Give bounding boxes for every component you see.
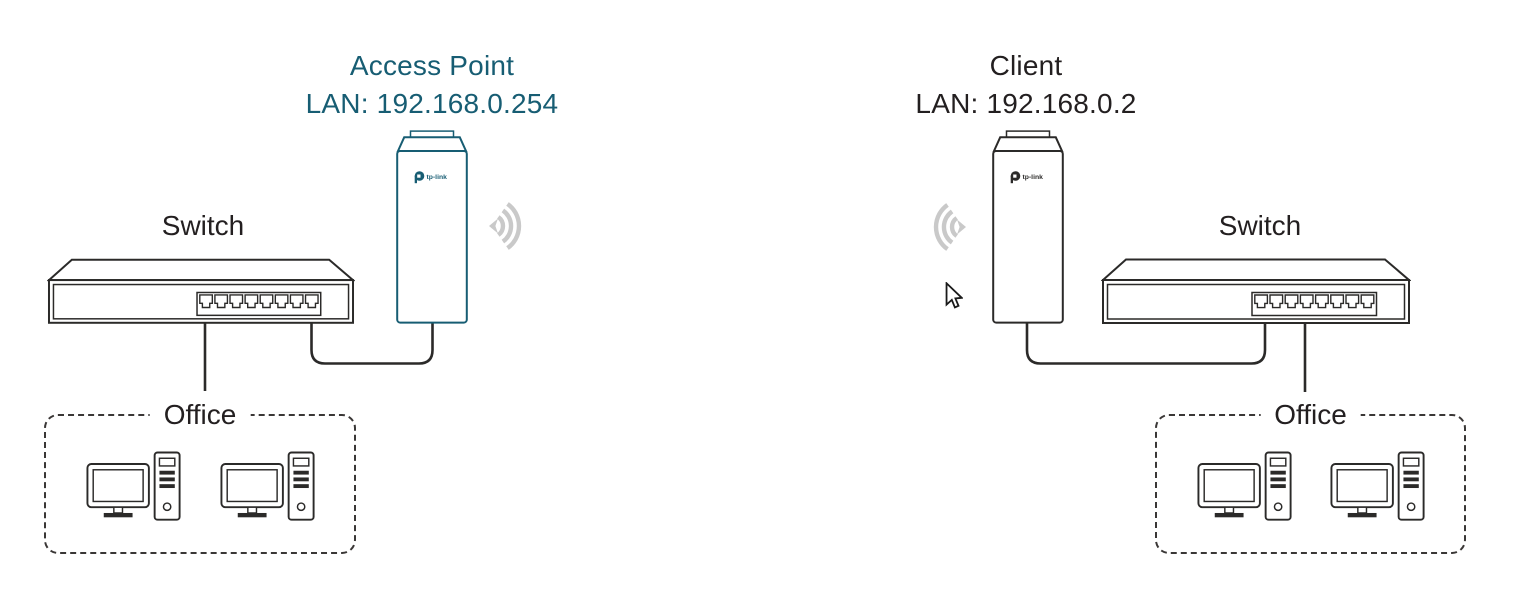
outdoor-client-device: tp-link [992,130,1064,324]
wifi-dot [957,219,966,235]
wifi-arc-3 [933,203,949,251]
tp-link-logo: tp-link [414,171,448,184]
access-point-role-label: Access Point [349,50,515,81]
wifi-signal-icon-right [933,203,966,251]
switch-port-strip [1251,291,1378,317]
office-label-right: Office [1260,399,1361,431]
outdoor-ap-device: tp-link [396,130,468,324]
cable-switch-to-ap [310,322,434,365]
mouse-cursor [945,282,963,309]
wifi-arc-2 [501,208,514,244]
tp-link-logo: tp-link [1010,171,1044,184]
switch-device-left [47,258,355,324]
switch-label-right: Switch [1218,210,1302,241]
wifi-arc-1 [496,215,506,237]
switch-port-strip [196,291,322,317]
brand-text: tp-link [1023,174,1044,181]
wifi-signal-icon-left [489,202,522,250]
client-title: Client LAN: 192.168.0.2 [826,47,1226,123]
wifi-dot [489,218,498,234]
switch-device-right [1101,258,1411,324]
switch-top-face [47,258,355,282]
wifi-arc-1 [949,216,959,238]
wifi-arc-2 [941,209,954,245]
computer-icon [1330,451,1425,521]
office-zone-right: Office [1155,399,1466,554]
ap-body [396,150,468,324]
client-body [992,150,1064,324]
computer-icon [1197,451,1292,521]
client-role-label: Client [989,50,1063,81]
office-label-left: Office [149,399,251,431]
brand-text: tp-link [427,174,448,181]
computer-icon [220,451,315,521]
access-point-lan-label: LAN: 192.168.0.254 [305,88,559,119]
access-point-title: Access Point LAN: 192.168.0.254 [232,47,632,123]
wifi-arc-3 [506,202,522,250]
ap-cap [396,136,468,152]
client-cap [992,136,1064,152]
computer-icon [86,451,181,521]
office-zone-left: Office [44,399,356,554]
switch-top-face [1101,258,1411,281]
switch-label-left: Switch [161,210,245,241]
cable-client-to-switch [1025,322,1267,365]
client-lan-label: LAN: 192.168.0.2 [915,88,1137,119]
